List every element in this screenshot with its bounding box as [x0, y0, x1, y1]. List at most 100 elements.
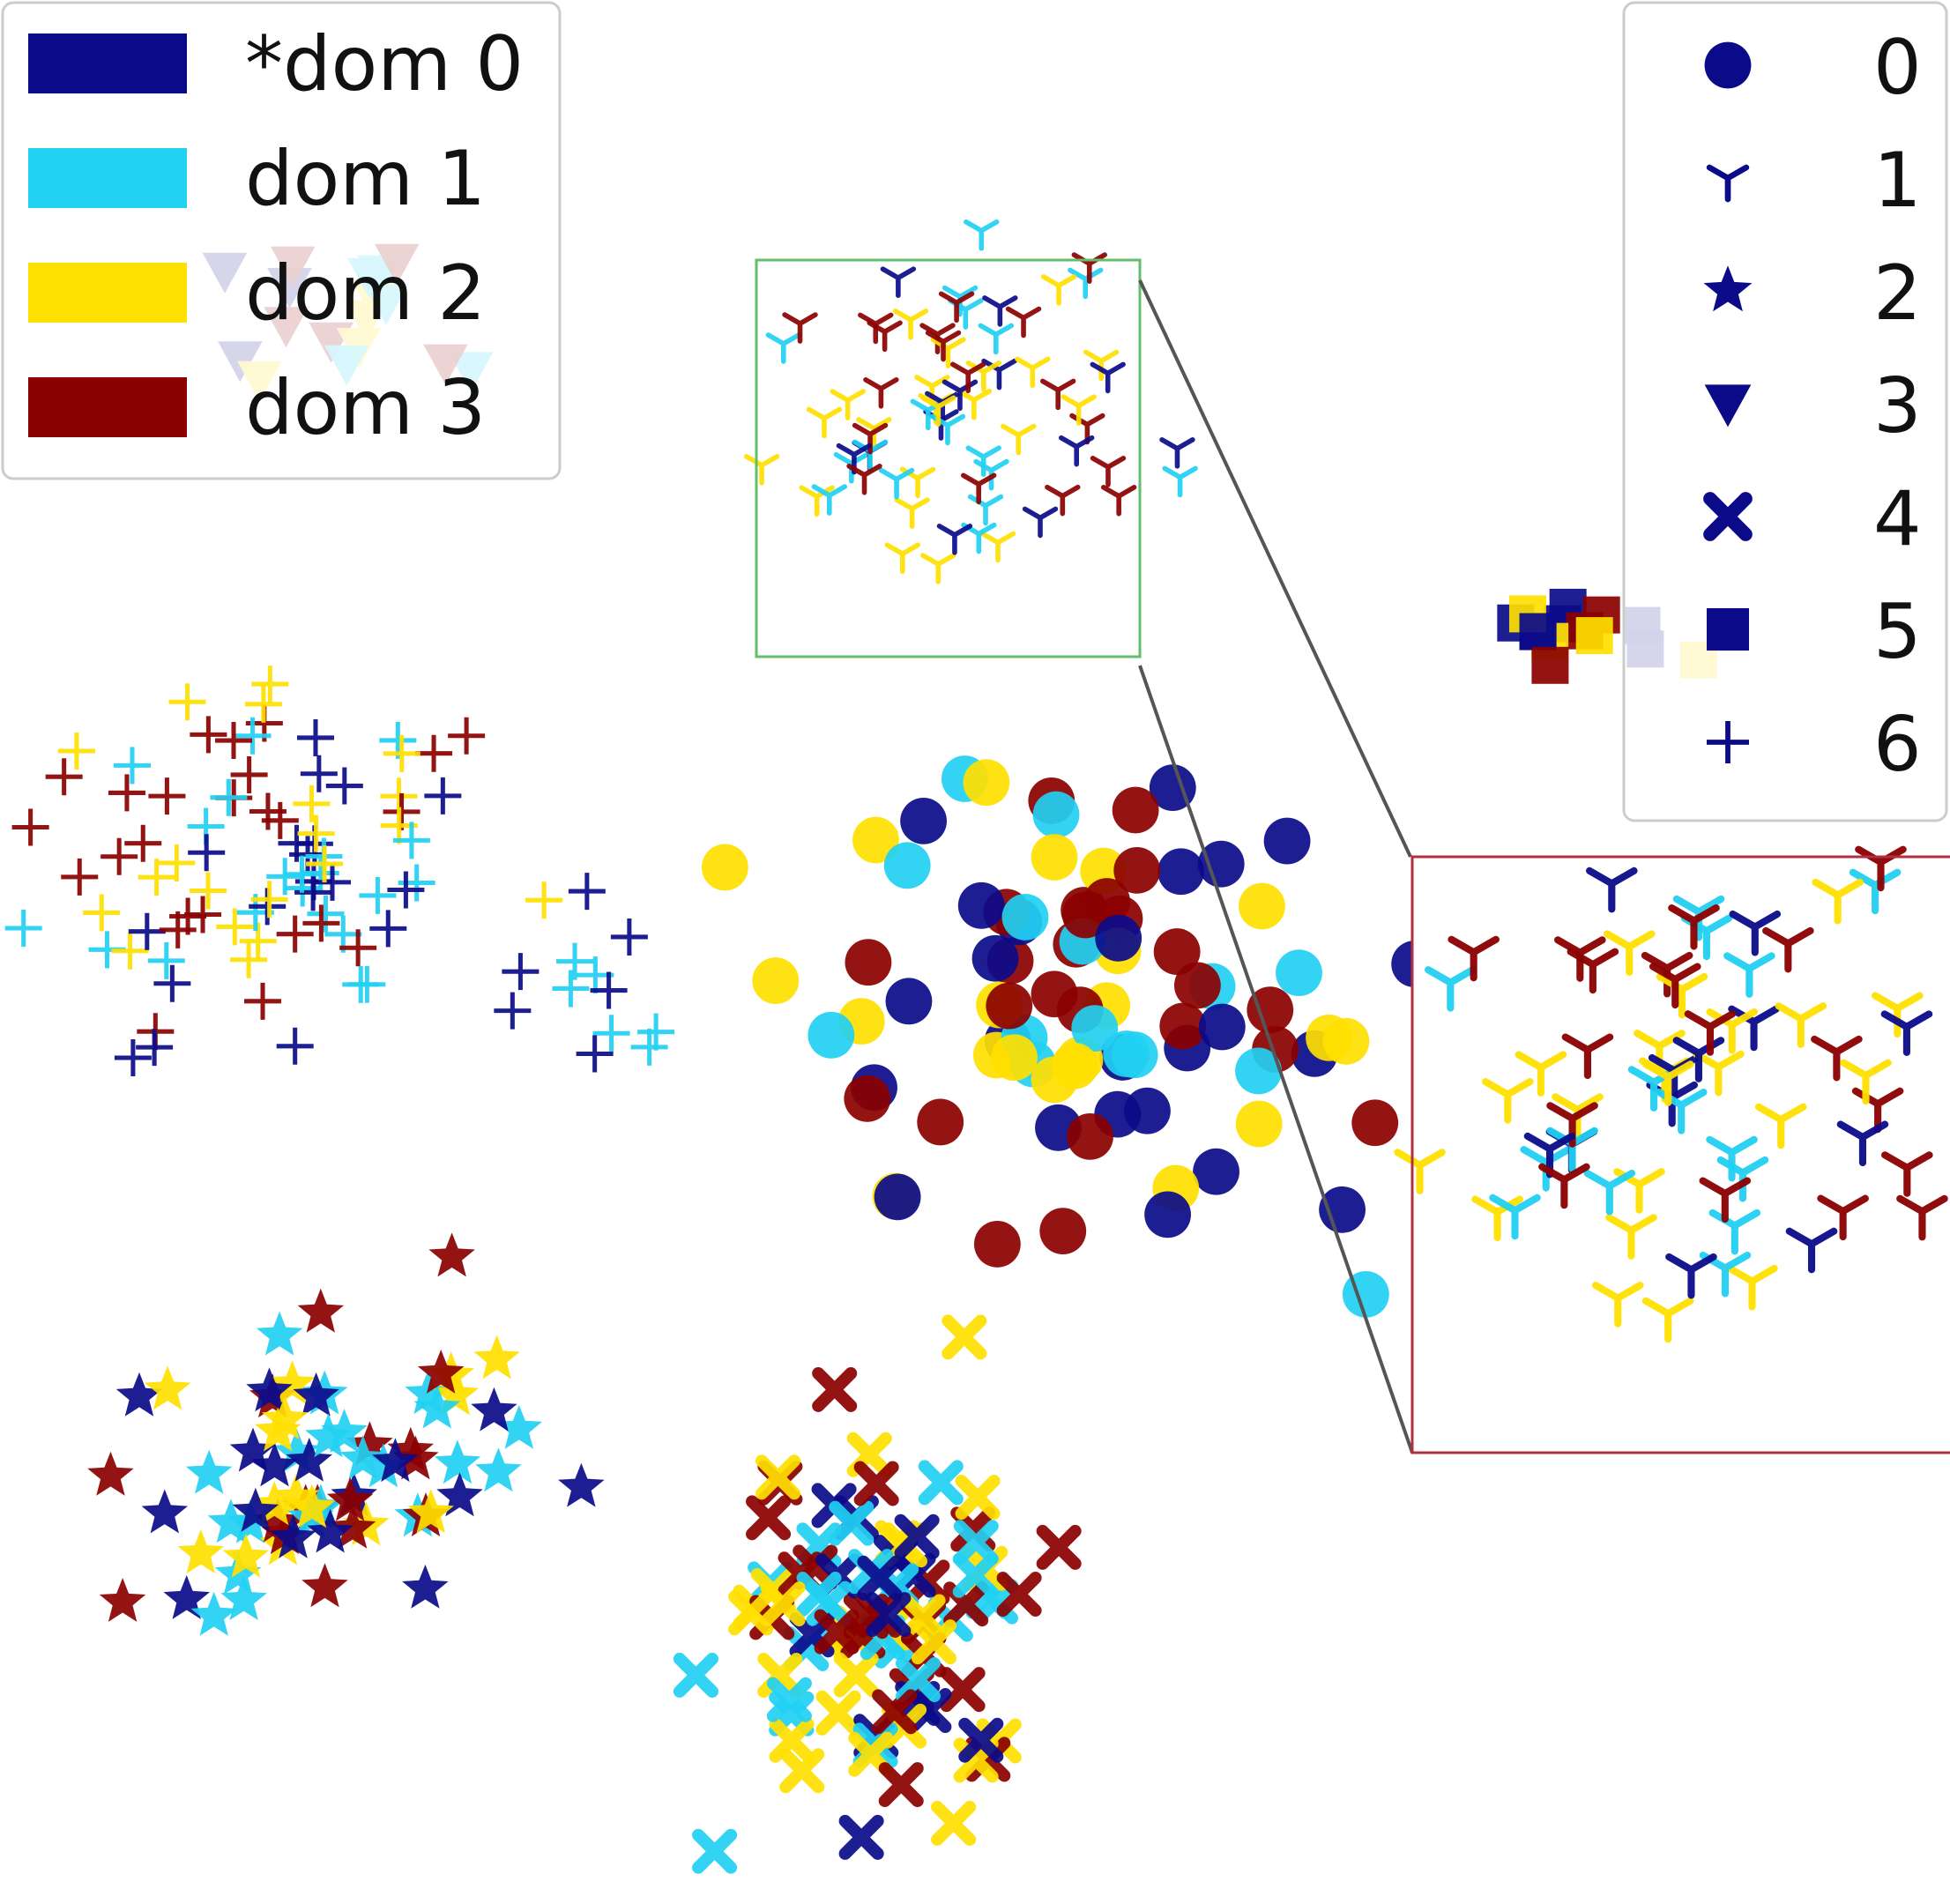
point-class-6 [250, 881, 288, 919]
inset-point-class-1 [1812, 878, 1864, 925]
zoom-connector-bottom [1138, 665, 1414, 1454]
point-class-6 [387, 871, 425, 909]
point-class-1 [1005, 306, 1042, 338]
point-class-2 [261, 1395, 309, 1439]
inset-point-class-1 [1641, 1297, 1694, 1343]
point-class-6 [124, 824, 162, 862]
class-legend-label: 5 [1873, 588, 1922, 676]
point-class-2 [222, 1533, 270, 1578]
point-class-2 [115, 1372, 163, 1417]
point-class-0 [1071, 1005, 1119, 1052]
zoom-source-frame [755, 258, 1142, 658]
point-class-5 [1519, 613, 1557, 651]
point-class-6 [383, 734, 421, 772]
point-class-6 [148, 777, 186, 815]
point-class-1 [863, 376, 899, 409]
point-class-2 [144, 1365, 191, 1410]
point-class-0 [1239, 882, 1285, 930]
inset-point-class-1 [1649, 963, 1701, 1009]
point-class-1 [936, 524, 973, 555]
point-class-1 [892, 309, 929, 340]
class-legend-label: 1 [1873, 137, 1922, 225]
point-class-2 [190, 1591, 237, 1636]
point-class-0 [1095, 914, 1142, 962]
inset-point-class-1 [1425, 966, 1477, 1012]
point-class-6 [494, 992, 532, 1030]
domain-legend-label: dom 2 [245, 249, 486, 338]
class-legend-marker [1704, 384, 1752, 428]
point-class-2 [246, 1367, 293, 1412]
zoom-connector-top [1138, 279, 1412, 858]
point-class-1 [978, 323, 1014, 355]
point-class-6 [448, 717, 486, 755]
point-class-6 [251, 666, 289, 703]
point-class-2 [272, 1473, 320, 1518]
inset-point-class-1 [1591, 1282, 1644, 1328]
point-class-2 [329, 1504, 376, 1549]
inset-point-class-1 [1489, 1194, 1541, 1240]
point-class-4 [853, 1461, 899, 1506]
point-class-1 [1001, 423, 1037, 456]
point-class-1 [1061, 394, 1097, 426]
point-class-6 [637, 1013, 675, 1051]
point-class-6 [239, 922, 277, 960]
inset-point-class-1 [1817, 1194, 1869, 1241]
point-class-1 [830, 389, 866, 420]
point-class-4 [940, 1667, 986, 1713]
point-class-0 [1351, 1099, 1399, 1147]
class-legend-label: 3 [1873, 362, 1922, 450]
inset-point-class-1 [1723, 952, 1775, 998]
inset-point-class-1 [1668, 904, 1720, 950]
point-class-0 [1263, 817, 1311, 865]
point-class-1 [920, 395, 956, 428]
point-class-1 [938, 291, 975, 324]
point-class-2 [417, 1350, 465, 1394]
point-class-5 [1531, 646, 1569, 684]
point-class-0 [900, 797, 947, 844]
point-class-6 [592, 1015, 630, 1052]
inset-point-class-1 [1586, 866, 1638, 913]
point-class-6 [568, 873, 606, 911]
point-class-2 [251, 1481, 298, 1526]
point-class-4 [894, 1514, 940, 1559]
point-class-4 [815, 1690, 861, 1736]
point-class-0 [986, 982, 1033, 1030]
point-class-0 [1031, 834, 1078, 881]
class-legend-label: 4 [1873, 475, 1922, 563]
inset-point-class-1 [1684, 1010, 1737, 1056]
point-class-6 [190, 716, 227, 754]
point-class-1 [1162, 465, 1198, 498]
scatter-points [4, 219, 1717, 1874]
point-class-4 [838, 1814, 884, 1860]
point-class-0 [752, 957, 800, 1004]
domain-legend-label: *dom 0 [245, 20, 524, 108]
point-class-4 [812, 1366, 858, 1412]
inset-point-class-1 [1515, 1051, 1567, 1097]
point-class-2 [288, 1484, 336, 1528]
domain-legend-label: dom 3 [245, 364, 486, 452]
inset-point-class-1 [1840, 1059, 1892, 1105]
point-class-0 [971, 934, 1019, 982]
point-class-1 [1159, 437, 1195, 469]
point-class-0 [1247, 986, 1294, 1033]
point-class-2 [407, 1489, 454, 1534]
point-class-6 [283, 855, 321, 893]
point-class-6 [576, 1035, 614, 1073]
inset-point-class-1 [1394, 1149, 1446, 1194]
point-class-6 [610, 918, 648, 956]
inset-point-class-1 [1583, 1169, 1636, 1216]
point-class-6 [158, 844, 196, 882]
point-class-2 [177, 1529, 225, 1573]
point-class-0 [1103, 1030, 1150, 1077]
point-class-6 [169, 897, 207, 935]
inset-point-class-1 [1811, 1035, 1863, 1082]
point-class-0 [883, 842, 931, 889]
point-class-2 [307, 1508, 354, 1553]
point-class-6 [342, 965, 380, 1003]
point-class-6 [359, 876, 397, 914]
point-class-6 [215, 722, 253, 760]
point-class-6 [302, 904, 340, 942]
point-class-1 [806, 406, 843, 439]
point-class-0 [1322, 1017, 1370, 1065]
